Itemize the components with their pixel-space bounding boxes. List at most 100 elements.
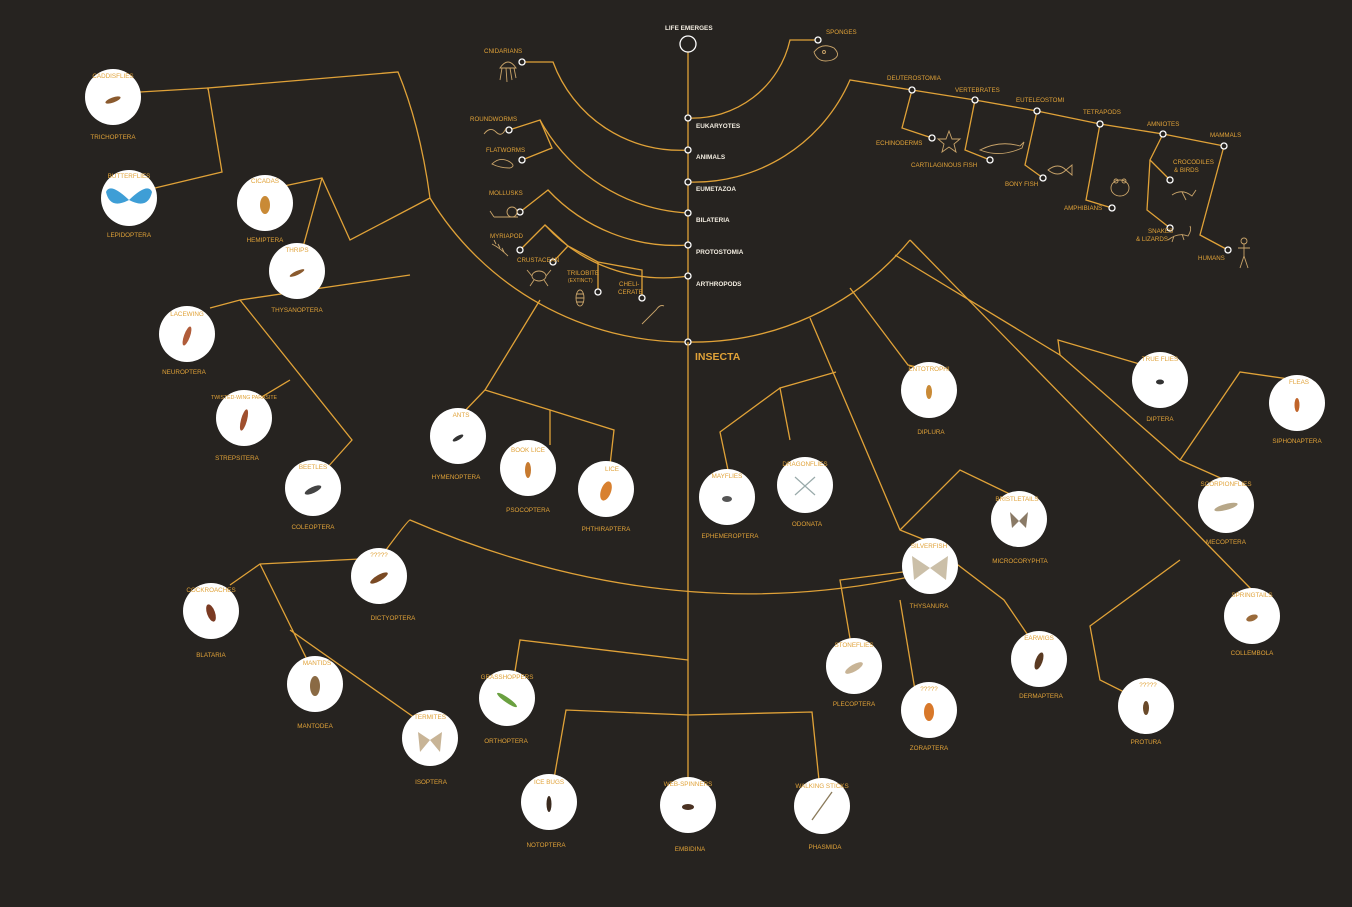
order-name: PHTHIRAPTERA [582, 526, 631, 533]
deuterostome-branches [901, 89, 1229, 251]
common-name: STONEFLIES [834, 642, 873, 649]
shark-icon [978, 141, 1025, 154]
common-name: TERMITES [414, 714, 446, 721]
crustacean-label: CRUSTACEAN [517, 257, 559, 264]
common-name: ????? [1139, 682, 1157, 689]
common-name: MAYFLIES [712, 473, 743, 480]
order-disc-mantodea: MANTIDS MANTODEA [287, 656, 343, 730]
humans-label: HUMANS [1198, 255, 1225, 262]
sponges-label: SPONGES [826, 29, 857, 36]
order-name: COLEOPTERA [291, 524, 335, 531]
order-disc-strepsitera: TWISTED-WING PARASITE STREPSITERA [211, 390, 277, 462]
right-group-labels: SPONGES DEUTEROSTOMIA VERTEBRATES EUTELE… [826, 29, 1241, 262]
order-name: HEMIPTERA [247, 237, 285, 244]
snakes-label-2: & LIZARDS [1136, 236, 1168, 243]
insect-order-discs: CADDISFLIES TRICHOPTERA BUTTERFLIES LEPI… [85, 69, 1325, 853]
left-group-labels: CNIDARIANS ROUNDWORMS FLATWORMS MOLLUSKS… [470, 48, 643, 296]
order-name: MECOPTERA [1206, 539, 1247, 546]
eumetazoa-label: EUMETAZOA [696, 186, 736, 193]
upper-tree-branches [429, 39, 1225, 343]
bony-fish-label: BONY FISH [1005, 181, 1038, 188]
common-name: SILVERFISH [911, 543, 948, 550]
order-disc-coleoptera: BEETLES COLEOPTERA [285, 460, 341, 531]
common-name: LACEWING [170, 311, 204, 318]
flatworms-label: FLATWORMS [486, 147, 525, 154]
deuterostomia-label: DEUTEROSTOMIA [887, 75, 942, 82]
common-name: SCORPIONFLIES [1200, 481, 1251, 488]
order-name: DIPLURA [917, 429, 945, 436]
order-disc-hymenoptera: ANTS HYMENOPTERA [430, 408, 486, 481]
order-name: DICTYOPTERA [371, 615, 417, 622]
order-name: EPHEMEROPTERA [701, 533, 759, 540]
outline-icons [483, 45, 1250, 325]
order-disc-hemiptera: CICADAS HEMIPTERA [237, 175, 293, 244]
roundworms-label: ROUNDWORMS [470, 116, 517, 123]
order-name: MANTODEA [297, 723, 333, 730]
order-name: NOTOPTERA [526, 842, 566, 849]
common-name: WEB-SPINNERS [664, 781, 713, 788]
mammals-label: MAMMALS [1210, 132, 1241, 139]
amphibians-label: AMPHIBIANS [1064, 205, 1102, 212]
order-disc-ephemeroptera: MAYFLIES EPHEMEROPTERA [699, 469, 759, 540]
common-name: ????? [370, 552, 388, 559]
common-name: WALKING STICKS [795, 783, 848, 790]
chelicerate-label-2: CERATE [618, 289, 643, 296]
cnidarians-label: CNIDARIANS [484, 48, 522, 55]
order-name: EMBIDINA [675, 846, 706, 853]
common-name: DRAGONFLIES [782, 461, 827, 468]
insecta-label: INSECTA [695, 351, 741, 363]
order-name: ISOPTERA [415, 779, 448, 786]
common-name: CICADAS [251, 178, 279, 185]
myriapod-icon [491, 239, 509, 257]
common-name: THRIPS [285, 247, 308, 254]
order-name: NEUROPTERA [162, 369, 207, 376]
insect-tree-branches [139, 71, 1297, 791]
vertebrates-label: VERTEBRATES [955, 87, 1000, 94]
order-disc-zoraptera: ????? ZORAPTERA [901, 682, 957, 752]
myriapod-label: MYRIAPOD [490, 233, 524, 240]
common-name: MANTIDS [303, 660, 331, 667]
arthropods-label: ARTHROPODS [696, 281, 742, 288]
common-name: ICE BUGS [534, 779, 564, 786]
jellyfish-icon [499, 61, 517, 83]
bilateria-label: BILATERIA [696, 217, 730, 224]
order-disc-neuroptera: LACEWING NEUROPTERA [159, 306, 215, 376]
order-name: STREPSITERA [215, 455, 260, 462]
crab-icon [526, 269, 552, 287]
order-name: ODONATA [792, 521, 823, 528]
common-name: TWISTED-WING PARASITE [211, 395, 277, 401]
order-name: SIPHONAPTERA [1272, 438, 1322, 445]
euteleostomi-label: EUTELEOSTOMI [1016, 97, 1065, 104]
order-name: PSOCOPTERA [506, 507, 551, 514]
amniotes-label: AMNIOTES [1147, 121, 1179, 128]
common-name: EARWIGS [1024, 635, 1054, 642]
order-disc-protura: ????? PROTURA [1118, 678, 1174, 746]
order-disc-dictyoptera: ????? DICTYOPTERA [351, 548, 416, 622]
common-name: FLEAS [1289, 379, 1309, 386]
order-disc-orthoptera: GRASSHOPPERS ORTHOPTERA [479, 670, 535, 745]
order-name: DIPTERA [1146, 416, 1174, 423]
order-disc-thysanoptera: THRIPS THYSANOPTERA [269, 243, 325, 314]
common-name: ENTOTROPHI [908, 366, 949, 373]
common-name: GRASSHOPPERS [481, 674, 534, 681]
order-name: THYSANOPTERA [271, 307, 323, 314]
order-disc-embidina: WEB-SPINNERS EMBIDINA [660, 777, 716, 853]
order-name: ORTHOPTERA [484, 738, 528, 745]
human-icon [1238, 237, 1250, 269]
crocodiles-label-2: & BIRDS [1174, 167, 1199, 174]
common-name: SPRINGTAILS [1231, 592, 1272, 599]
starfish-icon [936, 129, 962, 154]
order-name: PLECOPTERA [833, 701, 876, 708]
protostomia-label: PROTOSTOMIA [696, 249, 744, 256]
cartilaginous-fish-label: CARTILAGINOUS FISH [911, 162, 977, 169]
order-name: LEPIDOPTERA [107, 232, 152, 239]
order-name: PROTURA [1131, 739, 1163, 746]
order-name: PHASMIDA [809, 844, 843, 851]
common-name: COCKROACHES [186, 587, 235, 594]
flatworm-icon [491, 159, 514, 169]
trilobite-icon [575, 289, 585, 307]
common-name: TRUE FLIES [1142, 356, 1178, 363]
crocodiles-label-1: CROCODILES [1173, 159, 1214, 166]
order-name: TRICHOPTERA [90, 134, 136, 141]
